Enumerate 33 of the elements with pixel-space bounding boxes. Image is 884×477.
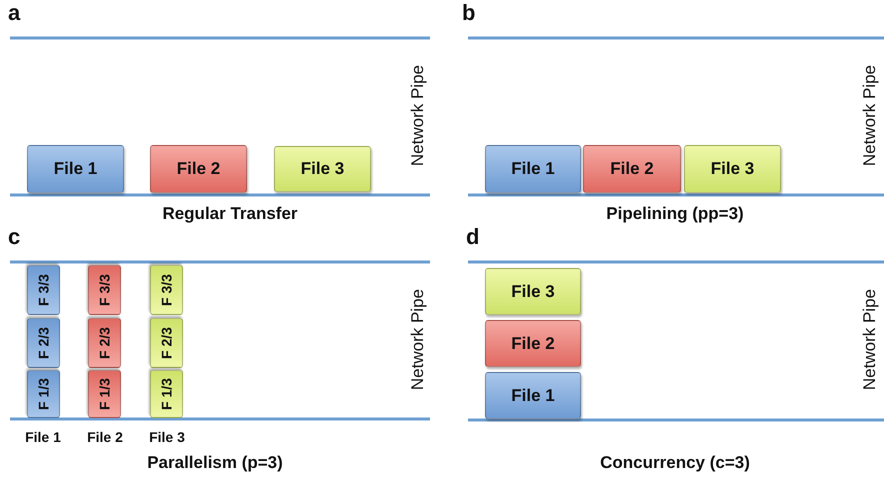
file-block: F 2/3 (150, 318, 183, 368)
file-block: File 3 (485, 268, 581, 315)
pipe-label: Network Pipe (408, 289, 428, 391)
file-block: File 3 (274, 146, 371, 192)
file-block: F 1/3 (88, 370, 121, 418)
file-block: F 3/3 (27, 265, 60, 315)
file-block: File 1 (485, 372, 581, 419)
file-block: File 2 (583, 145, 681, 193)
panel-caption: Parallelism (p=3) (147, 453, 283, 473)
file-block: F 2/3 (27, 318, 60, 368)
file-block: File 2 (150, 145, 247, 193)
file-block: F 3/3 (88, 265, 121, 315)
panel-letter: b (462, 0, 476, 26)
file-block: F 3/3 (150, 265, 183, 315)
file-block: File 1 (485, 145, 581, 193)
panel-letter: c (8, 224, 20, 250)
file-block: File 1 (27, 145, 124, 193)
panel-letter: a (8, 0, 20, 26)
file-block: F 1/3 (27, 370, 60, 418)
file-block: F 2/3 (88, 318, 121, 368)
file-label: File 1 (25, 429, 61, 445)
panel-caption: Concurrency (c=3) (600, 453, 750, 473)
file-block: F 1/3 (150, 370, 183, 418)
file-label: File 2 (87, 429, 123, 445)
file-block: File 3 (684, 145, 781, 193)
file-block: File 2 (485, 320, 581, 367)
panel-caption: Pipelining (pp=3) (606, 204, 744, 224)
file-label: File 3 (149, 429, 185, 445)
panel-caption: Regular Transfer (162, 204, 298, 224)
pipe-label: Network Pipe (860, 65, 880, 167)
panel-letter: d (466, 224, 480, 250)
pipe-label: Network Pipe (860, 289, 880, 391)
pipe-label: Network Pipe (408, 65, 428, 167)
